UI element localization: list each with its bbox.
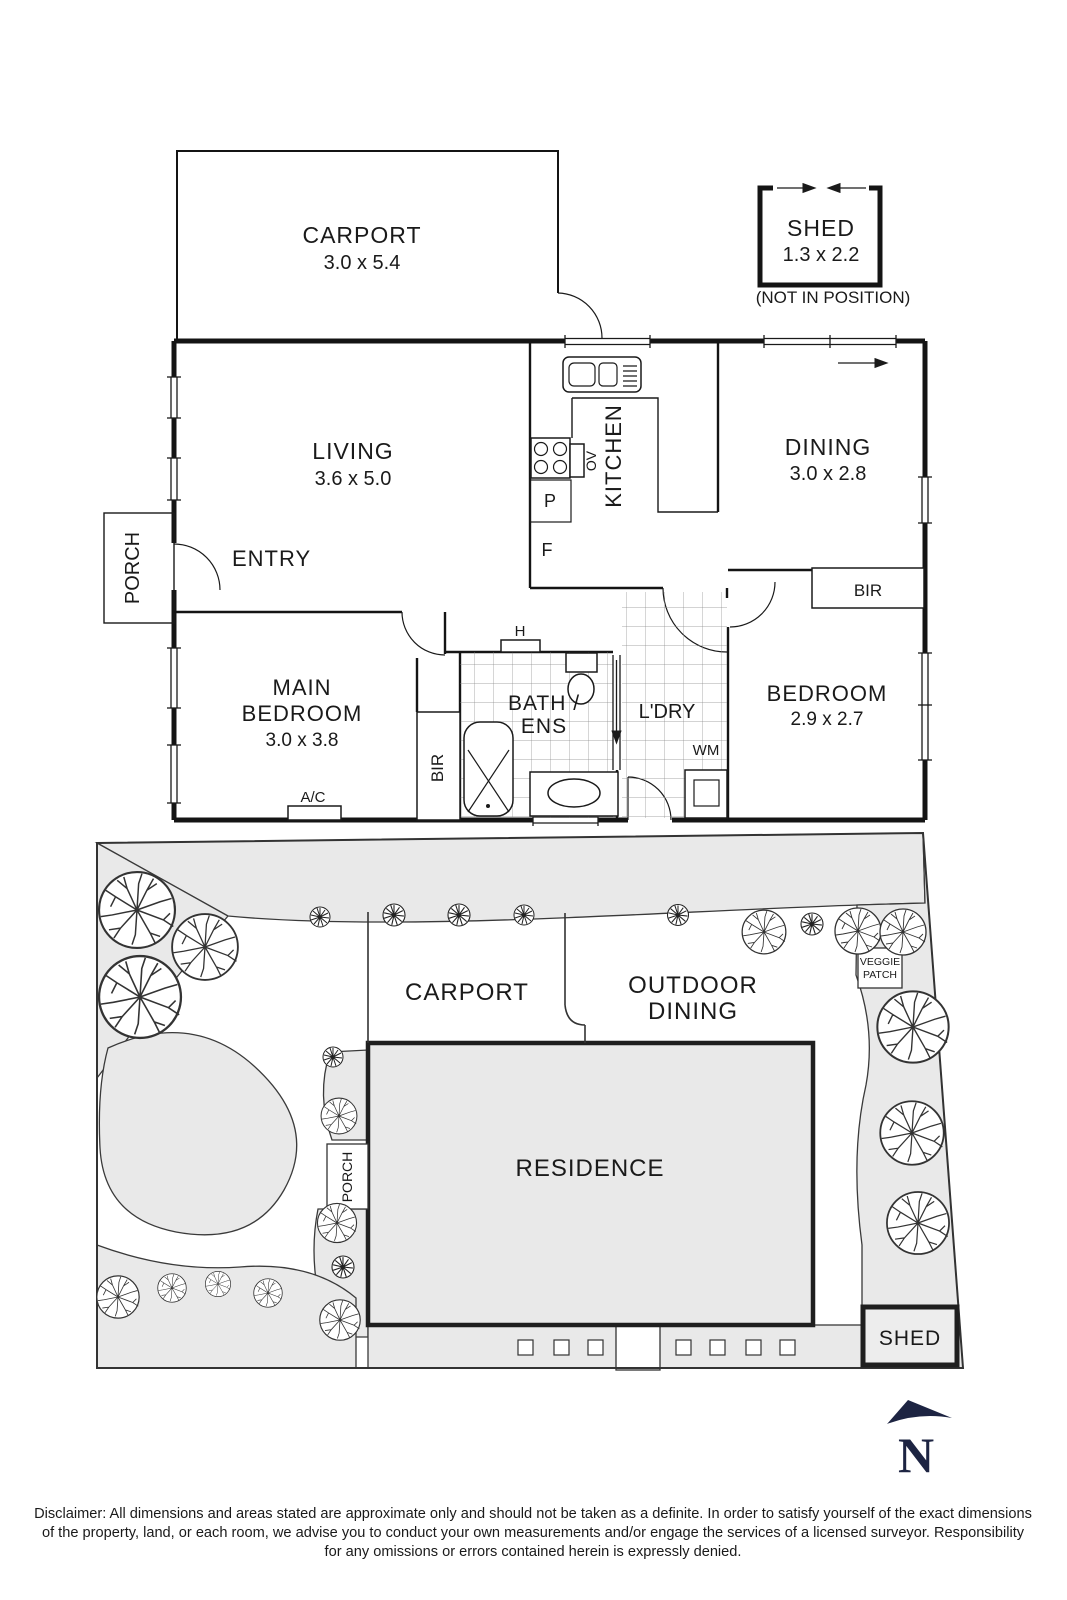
bedroom2-bir-robe [811,567,925,609]
carport-room: CARPORT 3.0 x 5.4 [176,150,603,339]
kitchen-label: KITCHEN [601,404,626,508]
laundry-fixtures [684,769,728,819]
lawn-kidney [98,1032,298,1236]
pantry [529,479,572,523]
bath-slider-door [611,655,622,770]
carport-dims: 3.0 x 5.4 [324,252,401,274]
cooktop [530,437,571,479]
carport-label: CARPORT [302,222,421,248]
north-label: N [898,1427,934,1483]
laundry-step [615,1322,661,1371]
bedroom2-label: BEDROOM [767,681,888,706]
north-arrow-icon [887,1400,952,1424]
main-bedroom-door-arc [401,611,446,656]
compass: N [887,1400,952,1483]
bedroom2-window [918,652,932,761]
main-bedroom-window-1 [167,647,181,709]
site-porch [326,1143,369,1210]
veggie-patch-label-2: PATCH [863,969,897,981]
veggie-patch [857,947,903,989]
site-carport-label: CARPORT [405,979,529,1006]
living-window-2 [167,457,181,501]
disclaimer-line-1: Disclaimer: All dimensions and areas sta… [34,1506,1032,1522]
bath-label-2: ENS [521,715,567,738]
main-bedroom-label-2: BEDROOM [242,701,363,726]
bath-label-1: BATH / [508,692,580,715]
washing-machine [684,769,728,819]
ac-unit [287,805,342,821]
disclaimer-line-3: for any omissions or errors contained he… [325,1544,742,1560]
site-shed [860,1304,960,1368]
porch-room: PORCH [103,512,175,624]
garden-bottom-strip [96,1244,357,1369]
pavers [517,1339,796,1356]
linen-label: H [515,623,526,640]
main-bedroom-dims: 3.0 x 3.8 [266,730,339,751]
bathtub [463,721,514,817]
bedroom2-bir-label: BIR [854,581,882,600]
porch-label: PORCH [122,532,144,604]
pantry-label: P [544,491,556,511]
shed-detached: SHED 1.3 x 2.2 (NOT IN POSITION) [756,181,911,307]
dining-label: DINING [785,434,872,460]
residence-outline [365,1040,816,1328]
living-label: LIVING [312,438,393,464]
dining-dims: 3.0 x 2.8 [790,463,867,485]
floor-plan: CARPORT 3.0 x 5.4 SHED 1.3 x 2.2 (NOT IN… [103,150,932,826]
shed-note: (NOT IN POSITION) [756,288,911,307]
living-dims: 3.6 x 5.0 [315,468,392,490]
main-bir-robe [416,711,461,821]
main-bedroom-window-2 [167,744,181,804]
disclaimer-line-2: of the property, land, or each room, we … [42,1525,1025,1541]
site-outdoor-dining-label-1: OUTDOOR [628,972,758,999]
living-window-1 [167,376,181,419]
oven-label: OV [583,450,599,471]
disclaimer: Disclaimer: All dimensions and areas sta… [34,1506,1032,1560]
fridge-label: F [542,540,553,560]
toilet-cistern [565,652,598,673]
kitchen-sink [562,356,642,393]
laundry-label: L'DRY [639,701,696,723]
garden-top-strip [94,832,926,923]
basin [547,778,601,808]
oven [569,443,585,478]
bedroom2-dims: 2.9 x 2.7 [791,709,864,730]
linen-cupboard [500,639,541,653]
veggie-patch-label-1: VEGGIE [860,956,900,968]
main-bir-label: BIR [428,754,447,782]
entry-door-arc [173,543,221,591]
site-residence-label: RESIDENCE [515,1155,664,1182]
property-boundary [96,831,965,1369]
entry-label: ENTRY [232,546,311,571]
kitchen-window [564,335,651,348]
shed-label: SHED [787,215,855,241]
site-carport-lines [367,912,586,1043]
site-outdoor-dining-label-2: DINING [648,998,738,1025]
bedroom2-door-arc [729,581,776,628]
main-bedroom-label-1: MAIN [273,675,332,700]
bathroom-fixtures [463,639,619,817]
site-porch-label: PORCH [339,1152,355,1203]
ac-label: A/C [300,789,325,806]
dining-sliding-door [763,335,897,369]
site-plan: CARPORT OUTDOOR DINING RESIDENCE PORCH V… [94,831,965,1371]
dining-window [918,476,932,524]
kitchen-fixtures [529,356,718,523]
site-shed-label: SHED [879,1327,941,1350]
carport-door-arc [557,292,603,339]
wm-label: WM [693,742,720,759]
toilet-bowl [567,673,595,705]
shed-dims: 1.3 x 2.2 [783,244,860,266]
